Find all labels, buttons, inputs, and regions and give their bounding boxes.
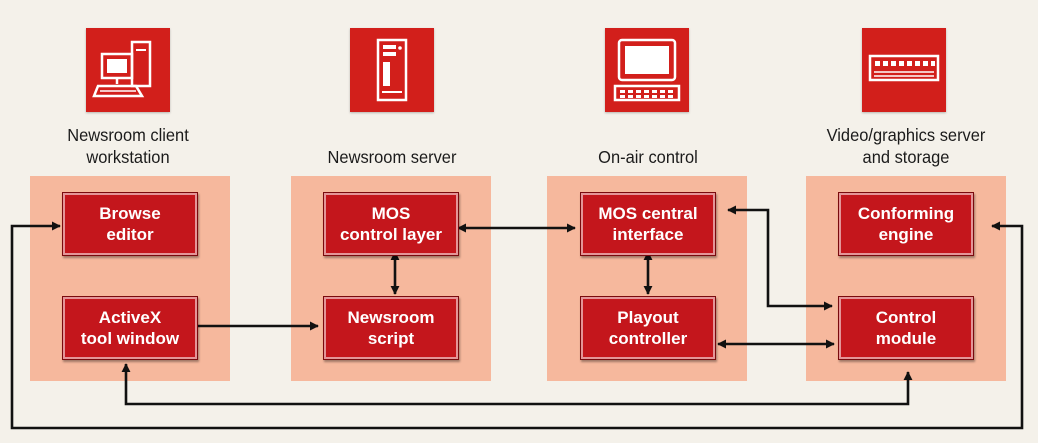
workstation-icon	[86, 28, 170, 112]
arrow-central-to-control	[727, 205, 833, 311]
newsroom-script-box: Newsroom script	[323, 296, 459, 360]
conforming-engine-box: Conforming engine	[838, 192, 974, 256]
mos-control-layer-box: MOS control layer	[323, 192, 459, 256]
storage-array-icon	[862, 28, 946, 112]
loop-conforming-to-browse	[10, 221, 1024, 430]
control-terminal-icon	[605, 28, 689, 112]
column-title-storage: Video/graphics server and storage	[826, 125, 986, 167]
server-tower-icon	[350, 28, 434, 112]
playout-controller-box: Playout controller	[580, 296, 716, 360]
mos-central-interface-box: MOS central interface	[580, 192, 716, 256]
column-title-on-air: On-air control	[598, 147, 698, 167]
browse-editor-box: Browse editor	[62, 192, 198, 256]
column-title-server: Newsroom server	[327, 147, 457, 167]
loop-control-to-activex	[121, 363, 913, 406]
column-title-client: Newsroom client workstation	[67, 125, 189, 167]
control-module-box: Control module	[838, 296, 974, 360]
activex-tool-window-box: ActiveX tool window	[62, 296, 198, 360]
